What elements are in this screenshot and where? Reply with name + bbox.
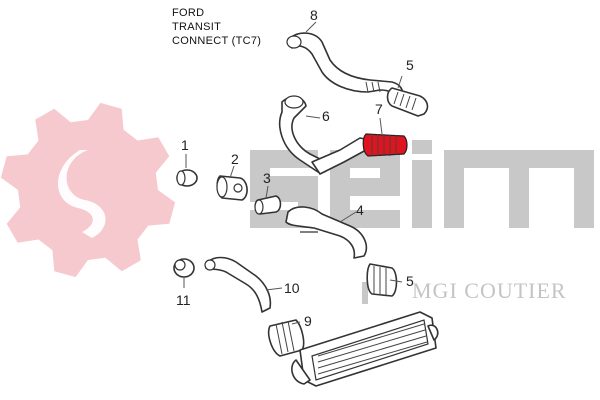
vehicle-make: FORD	[172, 7, 205, 19]
vehicle-title: FORD TRANSIT CONNECT (TC7)	[172, 6, 261, 48]
callout-3: 3	[263, 170, 271, 186]
callout-9: 9	[304, 313, 312, 329]
callout-4: 4	[356, 202, 364, 218]
part-3-tube	[254, 195, 282, 215]
part-6-hose	[278, 95, 371, 175]
part-2-connector	[216, 175, 248, 201]
part-9-bellow	[267, 319, 305, 357]
part-4-hose	[285, 206, 368, 259]
callout-5-lower: 5	[406, 273, 414, 289]
part-7-highlighted-bellow	[362, 133, 408, 157]
leader-lines	[183, 21, 403, 325]
callout-1: 1	[181, 137, 189, 153]
callout-7: 7	[375, 101, 383, 117]
callout-11: 11	[176, 292, 191, 308]
seim-gear-logo	[0, 102, 176, 278]
part-10-lower-hose	[204, 256, 272, 313]
tagline-text: MGI COUTIER	[412, 278, 567, 303]
callout-5-upper: 5	[406, 57, 414, 73]
callout-8: 8	[310, 7, 318, 23]
intercooler	[291, 311, 439, 387]
part-5-upper-coupling	[386, 87, 429, 117]
seim-tagline: MGI COUTIER	[362, 278, 567, 304]
vehicle-variant: CONNECT (TC7)	[172, 35, 262, 47]
vehicle-model: TRANSIT	[172, 21, 222, 33]
callout-10: 10	[284, 280, 300, 296]
part-11-cap	[173, 258, 195, 278]
part-8-upper-hose	[286, 32, 404, 99]
callout-2: 2	[231, 151, 239, 167]
callout-numbers: 1 2 3 4 5 5 6 7 8 9 10 11	[176, 7, 414, 329]
part-5-lower-coupling	[366, 263, 398, 297]
part-1-cap	[176, 169, 198, 187]
callout-6: 6	[322, 108, 330, 124]
